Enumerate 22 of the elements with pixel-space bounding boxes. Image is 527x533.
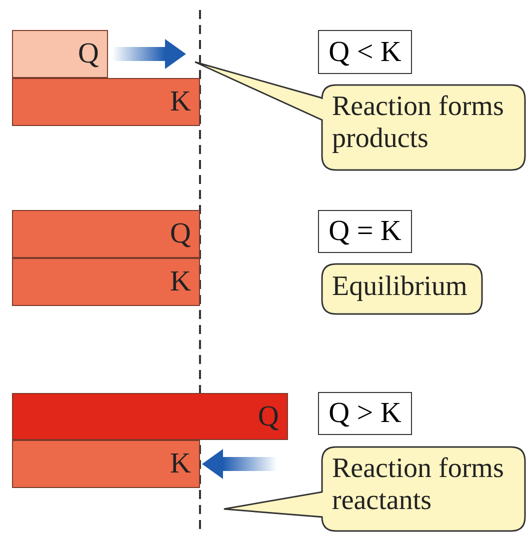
bar-label: Q bbox=[258, 402, 279, 431]
callout-text: Reaction forms products bbox=[332, 91, 505, 156]
bar-label: K bbox=[170, 450, 191, 478]
bar bbox=[12, 393, 288, 440]
bar bbox=[12, 258, 200, 306]
bar bbox=[12, 30, 108, 78]
bar-label: Q bbox=[78, 40, 99, 68]
callout bbox=[322, 264, 484, 316]
bar-label: Q bbox=[170, 220, 191, 248]
callout bbox=[224, 447, 527, 533]
relation-box: Q = K bbox=[318, 210, 412, 253]
bar-label: K bbox=[170, 88, 191, 116]
relation-box: Q < K bbox=[318, 30, 412, 74]
relation-box: Q > K bbox=[318, 392, 412, 435]
callout-text: Reaction forms reactants bbox=[332, 453, 505, 518]
callout-text: Equilibrium bbox=[332, 271, 468, 304]
bar-label: K bbox=[170, 268, 191, 296]
block-arrow bbox=[202, 449, 277, 479]
bar bbox=[12, 78, 200, 126]
block-arrow bbox=[112, 39, 186, 69]
bar bbox=[12, 440, 200, 488]
bar bbox=[12, 210, 200, 258]
